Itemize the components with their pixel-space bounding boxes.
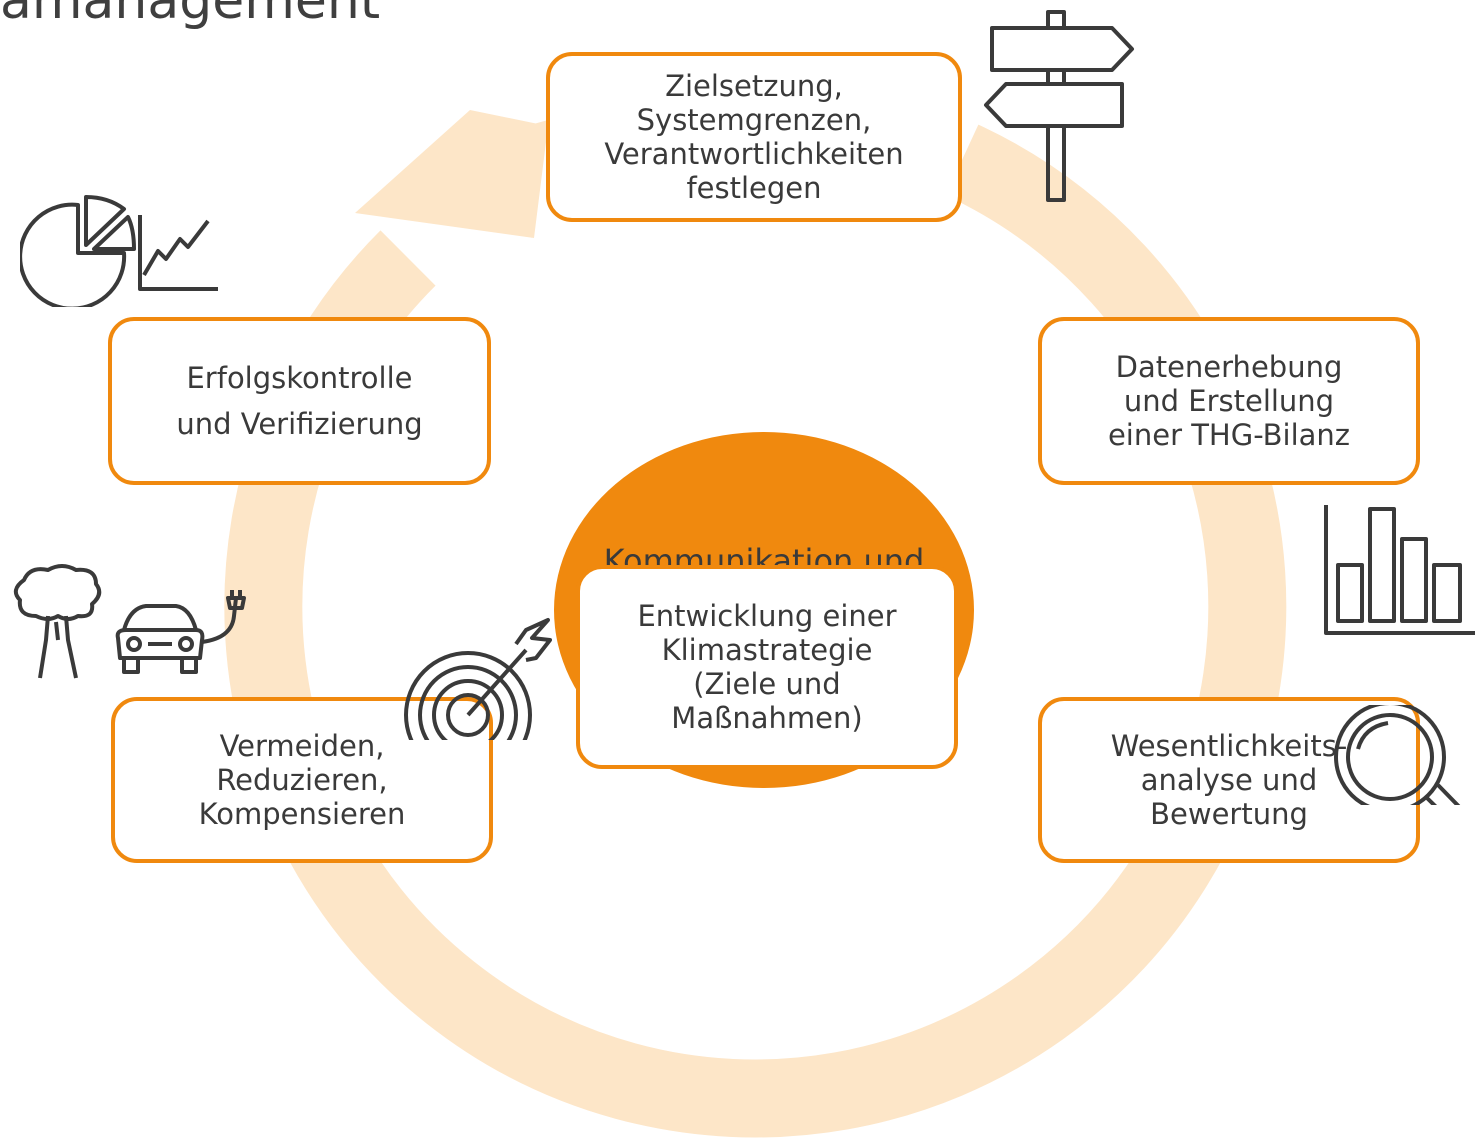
pie-line-chart-icon bbox=[20, 195, 218, 307]
bar-chart-icon bbox=[1324, 505, 1475, 635]
step-label: Vermeiden, Reduzieren, Kompensieren bbox=[198, 729, 406, 831]
step-label: Datenerhebung und Erstellung einer THG-B… bbox=[1107, 350, 1351, 452]
signpost-icon bbox=[984, 10, 1134, 202]
step-data-collection[interactable]: Datenerhebung und Erstellung einer THG-B… bbox=[1038, 317, 1420, 485]
page-title: amanagement bbox=[0, 0, 381, 31]
magnifier-icon bbox=[1334, 705, 1461, 805]
step-label: Zielsetzung, Systemgrenzen, Verantwortli… bbox=[604, 69, 904, 205]
step-label: Wesentlichkeits- analyse und Bewertung bbox=[1110, 729, 1348, 831]
step-success-control[interactable]: Erfolgskontrolle und Verifizierung bbox=[108, 317, 491, 485]
step-materiality-analysis[interactable]: Wesentlichkeits- analyse und Bewertung bbox=[1038, 697, 1420, 863]
step-climate-strategy[interactable]: Entwicklung einer Klimastrategie (Ziele … bbox=[576, 565, 958, 769]
target-arrow-icon bbox=[404, 618, 552, 740]
step-avoid-reduce-compensate[interactable]: Vermeiden, Reduzieren, Kompensieren bbox=[111, 697, 493, 863]
step-goal-setting[interactable]: Zielsetzung, Systemgrenzen, Verantwortli… bbox=[546, 52, 962, 222]
step-label: Erfolgskontrolle und Verifizierung bbox=[176, 361, 423, 441]
step-label: Entwicklung einer Klimastrategie (Ziele … bbox=[637, 599, 897, 735]
tree-ecar-icon bbox=[13, 564, 246, 679]
